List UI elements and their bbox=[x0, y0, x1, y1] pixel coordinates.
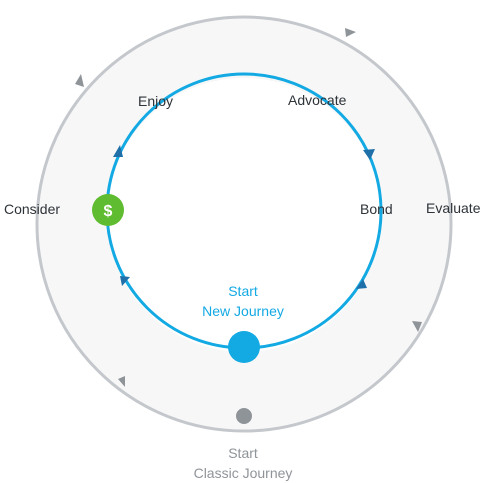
label-bond: Bond bbox=[360, 201, 393, 217]
new-journey-start-dot bbox=[228, 331, 260, 363]
label-advocate: Advocate bbox=[288, 92, 347, 108]
inner-arrow-right-upper bbox=[363, 149, 375, 160]
outer-arrow-top-right bbox=[345, 28, 356, 37]
inner-ring-arrows bbox=[113, 145, 375, 289]
classic-journey-line1: Start bbox=[228, 445, 258, 461]
outer-journey-ring bbox=[35, 15, 453, 433]
outer-arrow-top-left bbox=[75, 74, 84, 87]
outer-ring-arrows bbox=[75, 28, 422, 387]
label-enjoy: Enjoy bbox=[138, 93, 174, 109]
classic-journey-start-dot bbox=[236, 408, 252, 424]
inner-arrow-right-lower bbox=[356, 279, 367, 289]
label-consider: Consider bbox=[4, 201, 61, 217]
outer-journey-band bbox=[37, 17, 452, 431]
inner-arrow-left-lower bbox=[120, 276, 130, 286]
outer-arrow-right bbox=[412, 321, 422, 332]
classic-journey-line2: Classic Journey bbox=[193, 465, 293, 481]
label-evaluate: Evaluate bbox=[426, 200, 481, 216]
dollar-icon: $ bbox=[104, 203, 113, 220]
new-journey-line2: New Journey bbox=[202, 303, 284, 319]
dollar-badge: $ bbox=[92, 194, 124, 226]
label-start-new-journey: Start New Journey bbox=[202, 281, 284, 321]
outer-arrow-bottom-left bbox=[118, 376, 125, 387]
new-journey-line1: Start bbox=[228, 283, 258, 299]
inner-arrow-left-upper bbox=[113, 145, 123, 157]
label-start-classic-journey: Start Classic Journey bbox=[194, 443, 293, 483]
